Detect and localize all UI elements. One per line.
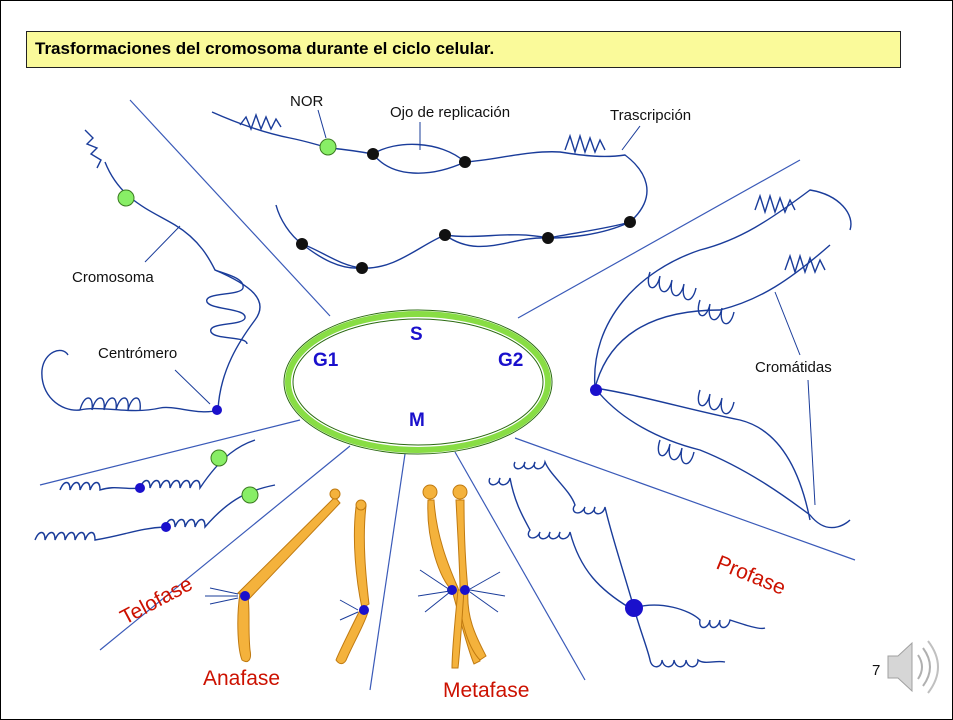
g1-chromosome: Cromosoma Centrómero [41, 129, 261, 415]
anafase-chromosomes [205, 488, 370, 665]
label-nor: NOR [290, 93, 324, 110]
title-bar: Trasformaciones del cromosoma durante el… [26, 31, 901, 68]
cycle-label-m: M [409, 410, 425, 431]
phase-metafase: Metafase [443, 679, 529, 702]
label-trascripcion: Trascripción [610, 107, 691, 124]
g2-chromatids: Cromátidas [590, 189, 852, 529]
phase-telofase: Telofase [117, 572, 197, 629]
label-ojo: Ojo de replicación [390, 104, 510, 121]
label-centromero: Centrómero [98, 345, 177, 362]
metafase-chromosomes [417, 484, 506, 669]
cell-cycle-ring: S G1 G2 M [283, 309, 553, 455]
telofase-chromosomes [34, 439, 276, 541]
phase-anafase: Anafase [203, 667, 280, 690]
cycle-label-s: S [410, 324, 423, 345]
cycle-label-g1: G1 [313, 350, 339, 371]
speaker-icon[interactable] [887, 640, 939, 694]
label-cromosoma: Cromosoma [72, 269, 154, 286]
slide-title: Trasformaciones del cromosoma durante el… [35, 39, 495, 58]
cycle-label-g2: G2 [498, 350, 523, 371]
profase-chromosome [488, 459, 766, 668]
nor-marker [319, 138, 337, 156]
slide-number: 7 [872, 662, 880, 679]
replication-chromosome: NOR Ojo de replicación Trascripción [211, 93, 691, 274]
label-cromatidas: Cromátidas [755, 359, 832, 376]
divider-lines [39, 99, 856, 691]
phase-profase: Profase [713, 551, 789, 599]
